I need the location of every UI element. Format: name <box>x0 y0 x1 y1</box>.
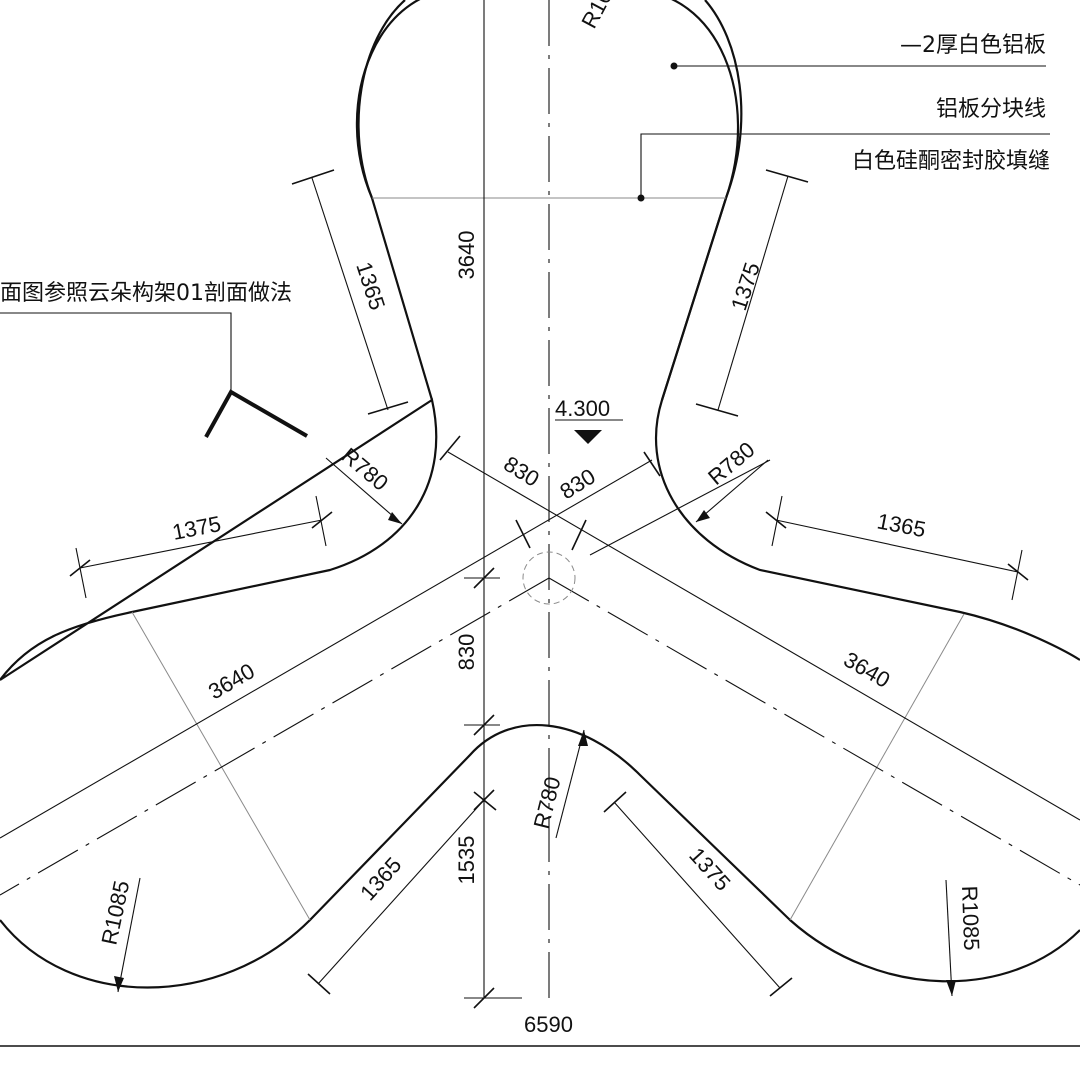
dim-tick <box>439 435 461 461</box>
left-split-line <box>131 611 311 921</box>
right-horizontal-dimension: 1365 <box>875 508 928 542</box>
right-diagonal-dimension: 3640 <box>840 647 895 693</box>
left-horizontal-dim-line <box>79 519 323 569</box>
right-radius-label: R1085 <box>957 885 984 951</box>
section-ref-leader <box>0 312 232 392</box>
split-line-note: 铝板分块线 <box>936 97 1046 122</box>
left-radius-leader <box>117 877 141 993</box>
lower-right-neck-dimension: 1375 <box>684 843 735 896</box>
dim-tick <box>765 511 787 529</box>
lower-left-neck-dimension: 1365 <box>355 852 406 905</box>
radius-arrow-icon <box>388 512 402 524</box>
dim-extension <box>1011 549 1023 601</box>
right-inner-radius-label: R780 <box>703 437 759 490</box>
top-radius-label: R10 <box>576 0 617 32</box>
elevation-triangle-icon <box>574 430 602 444</box>
dim-tick <box>515 519 531 549</box>
right-diagonal-centerline <box>548 577 1080 886</box>
sealant-note: 白色硅酮密封胶填缝 <box>852 149 1050 174</box>
left-diagonal-dimension: 3640 <box>204 658 259 704</box>
left-diagonal-centerline <box>0 577 550 896</box>
center-dimension-b: 830 <box>555 464 599 505</box>
top-vertical-dimension: 3640 <box>454 231 479 280</box>
right-outer-diagonal-dim-line <box>589 459 771 556</box>
split-line-leader <box>640 133 1050 198</box>
lower-vertical-dimension: 1535 <box>454 836 479 885</box>
right-horizontal-dim-line <box>775 519 1019 573</box>
upper-left-neck-dimension: 1365 <box>351 259 390 313</box>
dim-tick <box>643 451 661 477</box>
dim-tick <box>307 973 331 995</box>
dim-tick <box>367 401 409 415</box>
lower-left-neck-dim-line <box>317 799 485 985</box>
dim-tick <box>1007 563 1029 581</box>
section-cut-symbol <box>204 389 309 438</box>
center-vertical-dimension: 830 <box>454 634 479 671</box>
dim-tick <box>765 169 809 183</box>
radius-arrow-icon <box>696 510 710 522</box>
dim-tick <box>69 559 91 577</box>
dim-tick <box>311 511 333 529</box>
radius-arrow-icon <box>946 980 956 996</box>
dim-tick <box>769 977 793 997</box>
dim-tick <box>473 791 497 811</box>
dim-tick <box>291 169 335 185</box>
bottom-inner-radius-leader <box>555 729 585 839</box>
dim-tick <box>603 791 627 813</box>
lower-right-neck-dim-line <box>613 801 781 989</box>
top-lobe-right-edge <box>660 0 743 401</box>
elevation-label: 4.300 <box>555 396 610 421</box>
right-diagonal-dim-line <box>0 459 653 839</box>
panel-spec-note: —2厚白色铝板 <box>900 33 1046 58</box>
left-inner-radius-label: R780 <box>337 443 393 496</box>
radius-arrow-icon <box>578 730 588 746</box>
top-lobe-left-edge <box>357 0 434 401</box>
center-circle <box>522 551 576 605</box>
upper-left-neck-dim-line <box>311 177 389 411</box>
right-inner-radius-leader <box>695 459 769 523</box>
right-radius-leader <box>945 879 953 997</box>
dim-tick <box>571 519 587 551</box>
overall-dimension: 6590 <box>524 1012 573 1037</box>
upper-right-neck-dim-line <box>717 175 789 411</box>
dim-extension <box>75 547 87 599</box>
left-inner-radius-leader <box>325 457 403 525</box>
dim-tick <box>695 403 739 417</box>
upper-right-neck-dimension: 1375 <box>726 259 765 313</box>
left-diagonal-dim-line <box>447 451 1080 821</box>
radius-arrow-icon <box>114 976 124 992</box>
section-ref-note: 面图参照云朵构架01剖面做法 <box>0 281 292 306</box>
